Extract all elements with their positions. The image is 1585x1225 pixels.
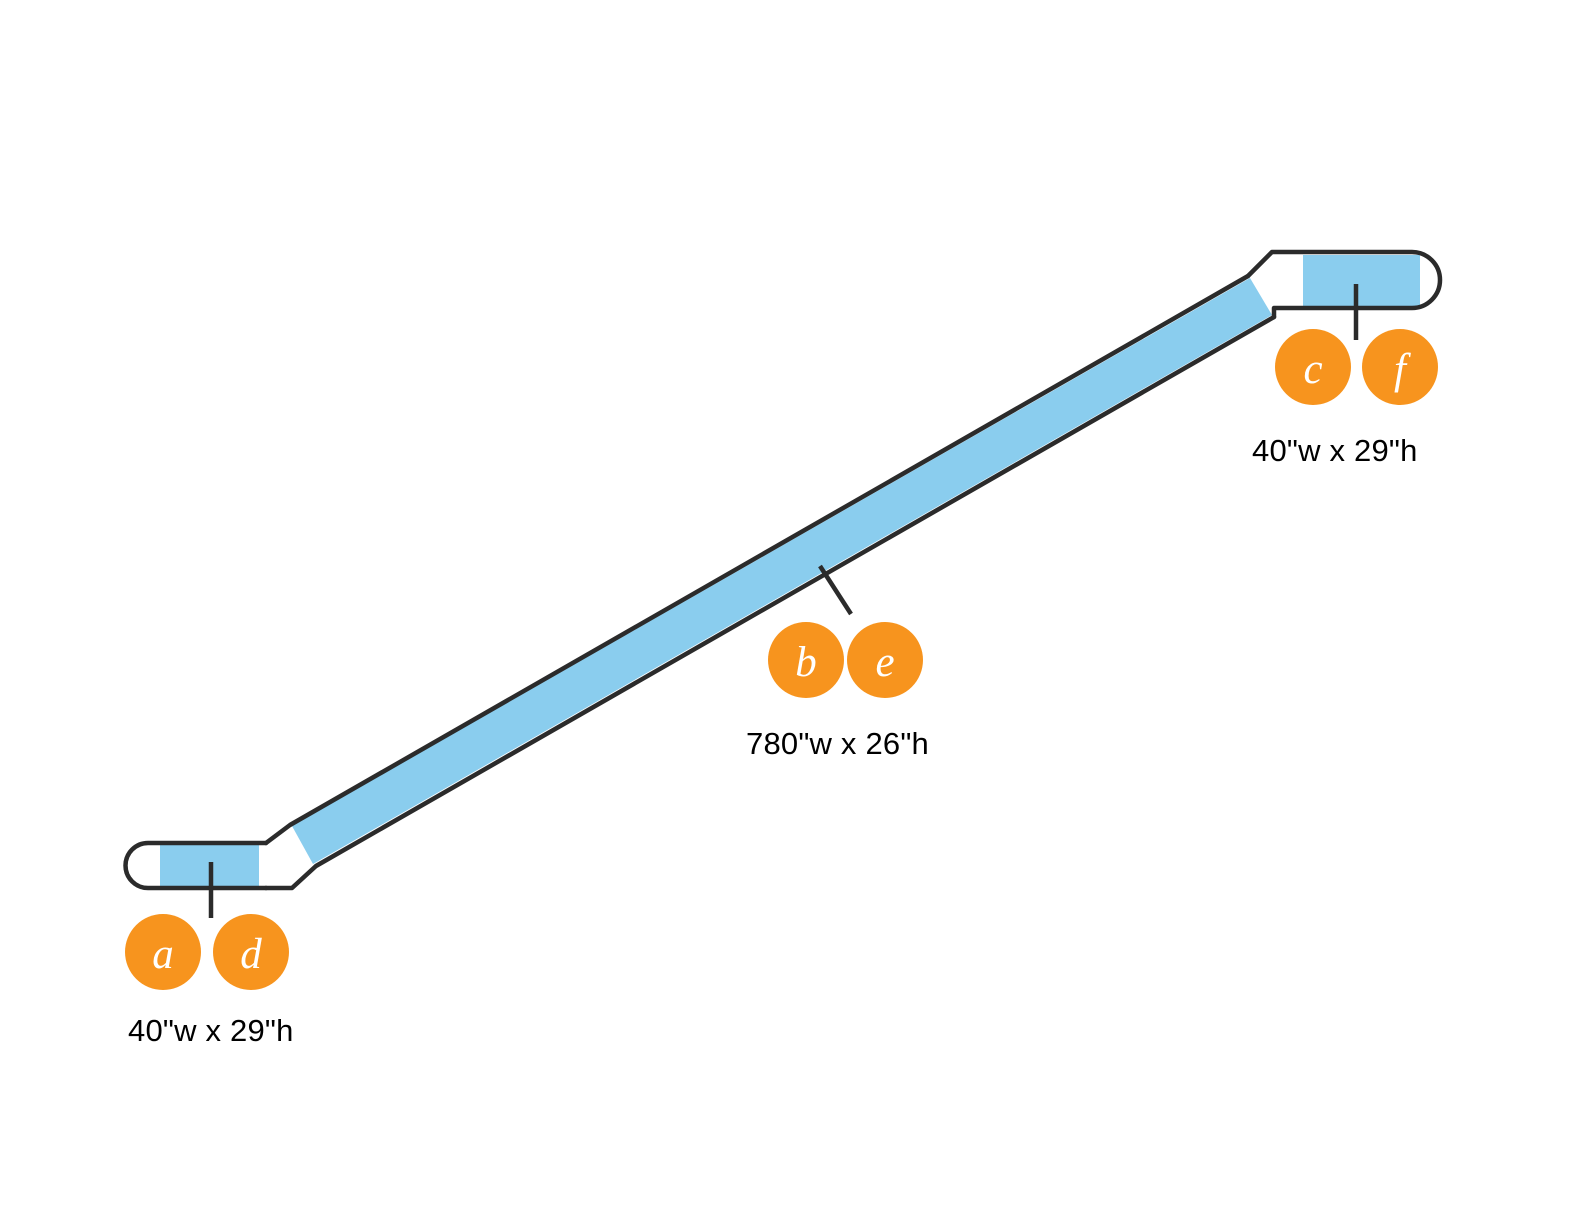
lower-landing-dimension-caption: 40"w x 29"h: [128, 1013, 294, 1048]
badge-b-label: b: [795, 639, 817, 686]
upper-landing-panel-fill: [1303, 255, 1420, 306]
badge-group-incline: b e: [768, 622, 923, 698]
badge-e-label: e: [875, 639, 894, 686]
badge-d-label: d: [240, 931, 262, 978]
badge-f-circle: [1362, 329, 1438, 405]
badge-c-circle: [1275, 329, 1351, 405]
badge-d[interactable]: d: [213, 914, 289, 990]
incline-panel-fill: [292, 278, 1272, 864]
badge-a-circle: [125, 914, 201, 990]
badge-group-upper: c f: [1275, 329, 1438, 405]
badge-c[interactable]: c: [1275, 329, 1351, 405]
badge-c-label: c: [1303, 346, 1322, 393]
upper-landing-outline: [1245, 249, 1443, 320]
badge-b-circle: [768, 622, 844, 698]
incline-leader-line: [818, 564, 853, 616]
incline-dimension-caption: 780"w x 26"h: [746, 726, 929, 761]
lower-transition-bottom-edge: [263, 314, 1277, 891]
upper-landing-dimension-caption: 40"w x 29"h: [1252, 433, 1418, 468]
badge-f[interactable]: f: [1362, 329, 1438, 405]
badge-e[interactable]: e: [847, 622, 923, 698]
badge-a[interactable]: a: [125, 914, 201, 990]
badge-group-lower: a d: [125, 914, 289, 990]
badge-e-circle: [847, 622, 923, 698]
badge-a-label: a: [152, 931, 174, 978]
badge-d-circle: [213, 914, 289, 990]
badge-b[interactable]: b: [768, 622, 844, 698]
lower-transition-top-edge: [263, 273, 1251, 846]
lower-landing-outline: [123, 840, 269, 891]
